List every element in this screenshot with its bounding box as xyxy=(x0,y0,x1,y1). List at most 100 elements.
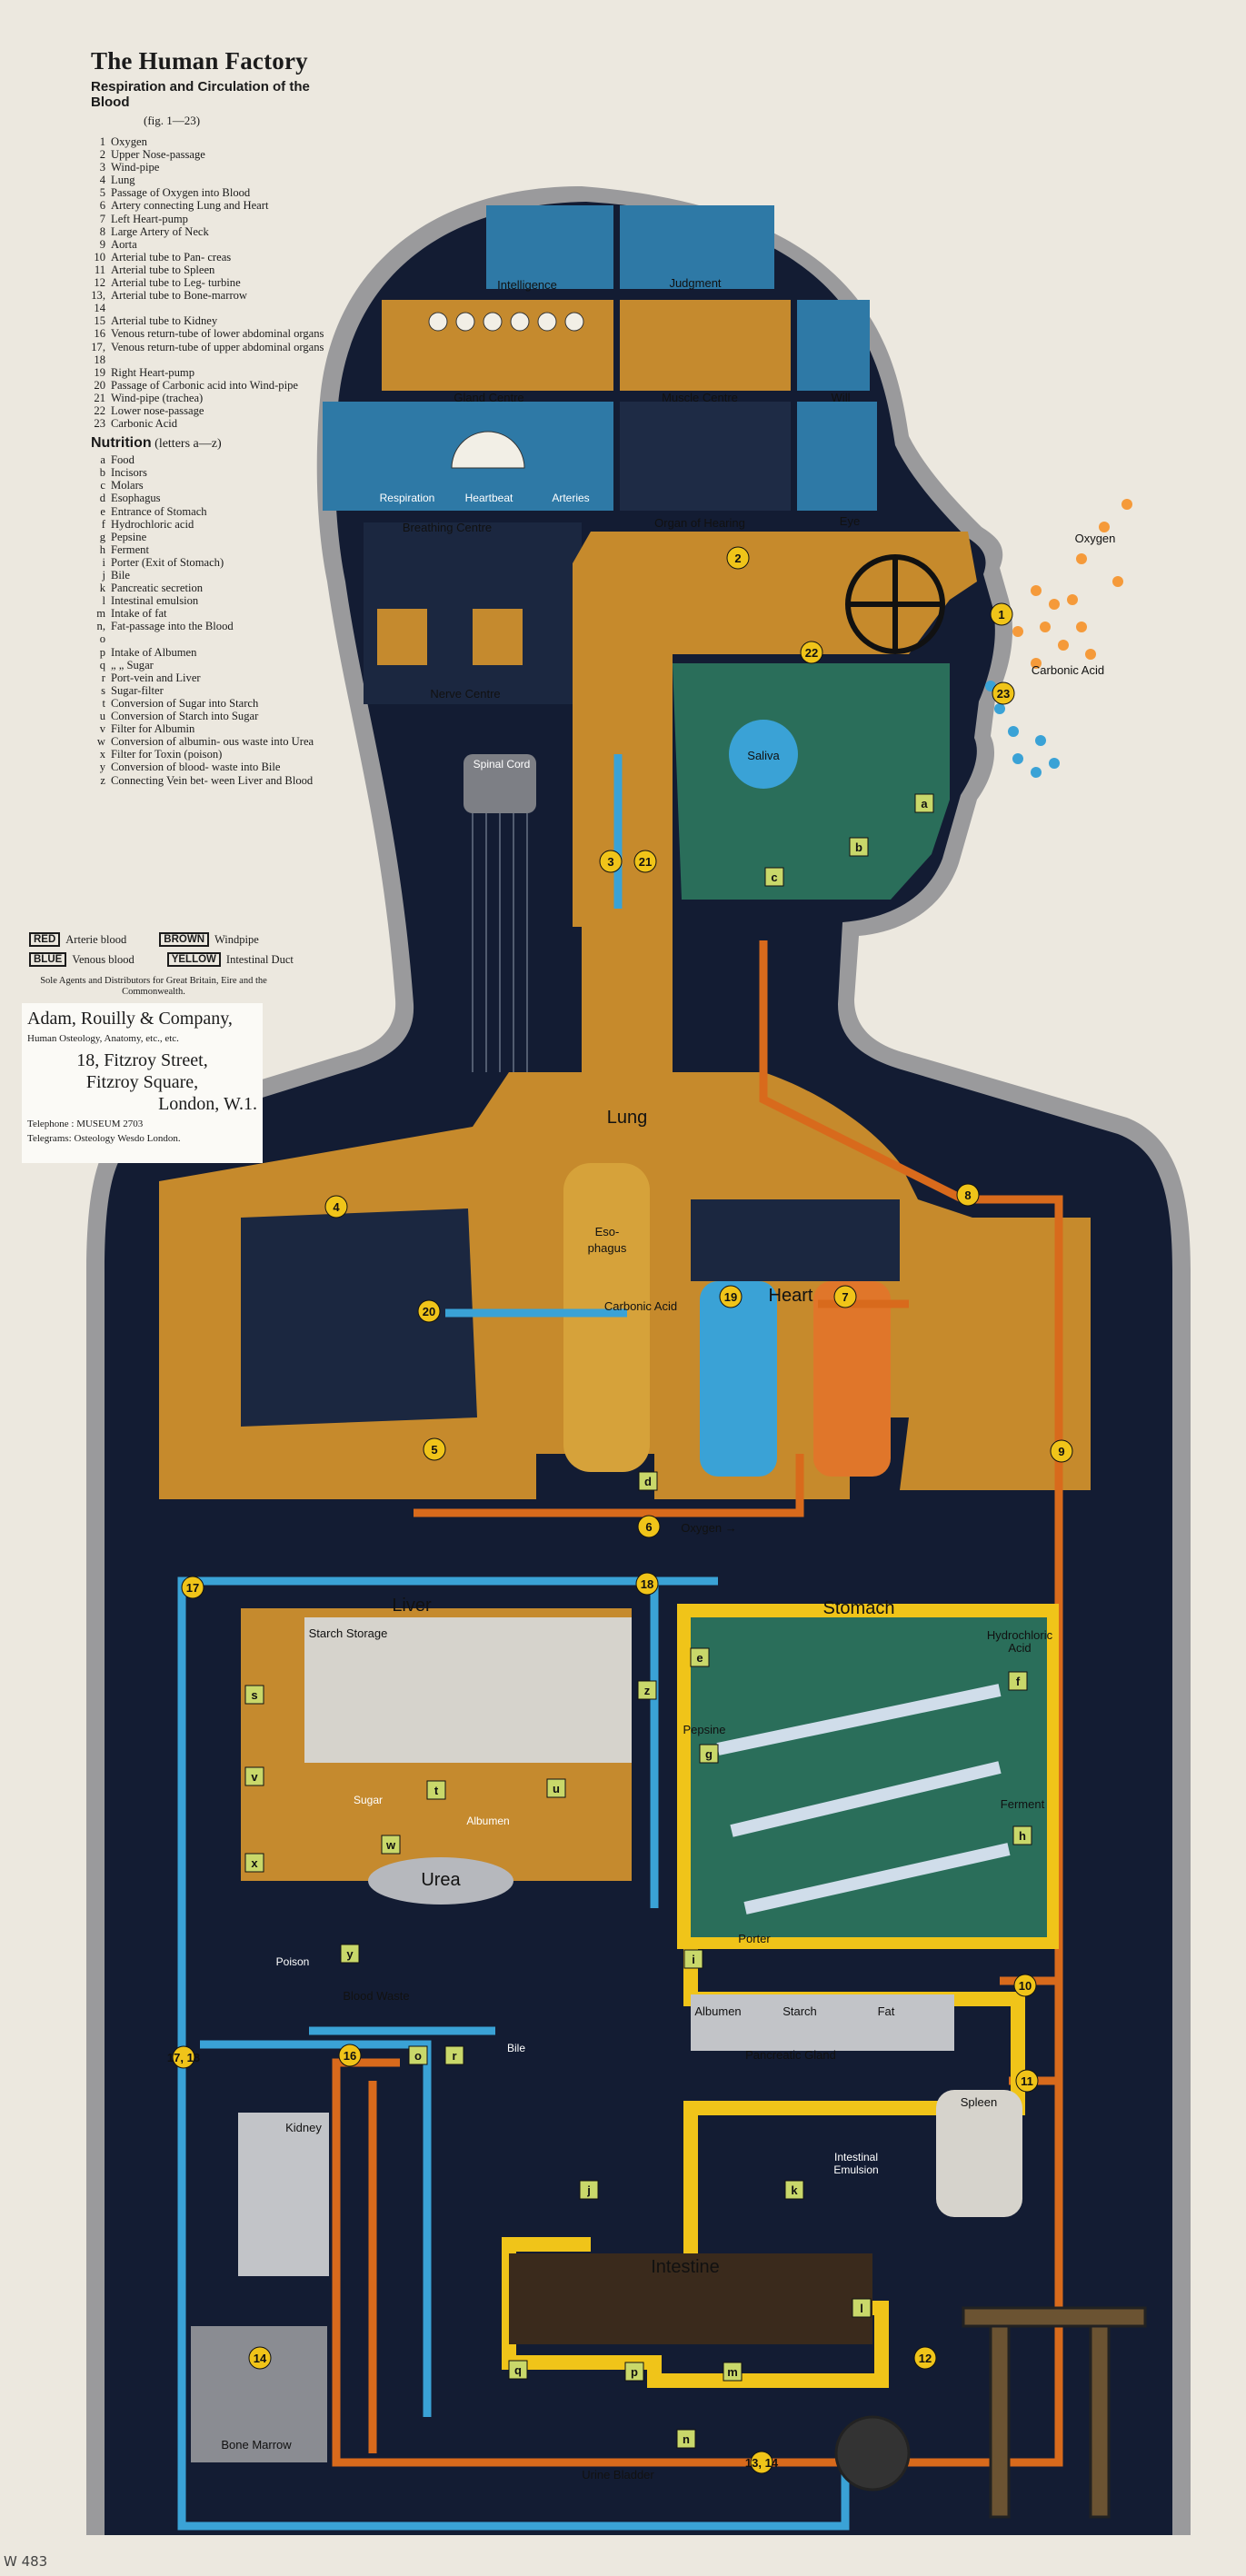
label-hydrochloric-2: Acid xyxy=(1008,1641,1031,1655)
brain-rooms xyxy=(323,205,877,1072)
nutrition-legend-item-text: Ferment xyxy=(111,542,149,556)
marker-p-text: p xyxy=(631,2365,638,2379)
figure-legend-item-text: Arterial tube to Leg- turbine xyxy=(111,276,241,290)
nutrition-legend-item-key: l xyxy=(102,594,106,608)
room-intelligence xyxy=(486,205,613,289)
figure-legend-item-key: 10 xyxy=(94,250,105,264)
nutrition-legend-item-text: Bile xyxy=(111,569,130,582)
marker-2-text: 2 xyxy=(734,552,741,565)
nutrition-legend-item-text: Filter for Albumin xyxy=(111,722,195,736)
marker-14 xyxy=(248,2346,272,2370)
marker-8 xyxy=(956,1183,980,1207)
label-urea: Urea xyxy=(421,1870,461,1890)
label-spinal-cord: Spinal Cord xyxy=(473,758,531,771)
kidney xyxy=(238,2113,329,2276)
marker-l-text: l xyxy=(860,2302,863,2315)
label-poison: Poison xyxy=(276,1955,310,1968)
marker-18 xyxy=(635,1572,659,1596)
nutrition-legend-item-text: Connecting Vein bet- ween Liver and Bloo… xyxy=(111,773,314,787)
catalog-mark: W 483 xyxy=(4,2553,48,2570)
nose-chamber xyxy=(573,532,977,927)
marker-c-text: c xyxy=(771,870,777,884)
marker-22 xyxy=(800,641,823,664)
nutrition-legend-item-text: Pancreatic secretion xyxy=(111,582,204,595)
marker-9 xyxy=(1050,1439,1073,1463)
nutrition-legend-item-key: v xyxy=(99,722,105,736)
nutrition-legend-item-key: x xyxy=(99,748,105,761)
label-hydrochloric-1: Hydrochloric xyxy=(987,1628,1053,1642)
figure-legend-item-text: Artery connecting Lung and Heart xyxy=(111,199,269,213)
marker-e-text: e xyxy=(696,1651,703,1665)
label-starch-store: Starch xyxy=(782,2004,817,2018)
marker-21 xyxy=(633,850,657,873)
marker-d-text: d xyxy=(644,1475,652,1488)
nutrition-legend-item-text: Fat-passage into the Blood xyxy=(111,620,234,633)
label-bile: Bile xyxy=(507,2042,525,2054)
figure-legend-item: 15 Arterial tube to Kidney xyxy=(91,314,332,327)
key-row-2: BLUE Venous blood YELLOW Intestinal Duct xyxy=(29,952,302,967)
figure-legend-item-text: Large Artery of Neck xyxy=(111,224,209,238)
label-blood-waste: Blood Waste xyxy=(343,1989,409,2003)
marker-s-text: s xyxy=(251,1688,257,1702)
marker-a-text: a xyxy=(921,797,928,811)
marker-14-text: 14 xyxy=(254,2352,267,2365)
company-block: Adam, Rouilly & Company, Human Osteology… xyxy=(22,1003,263,1163)
marker-23-text: 23 xyxy=(997,687,1010,701)
spinal-cord-drum xyxy=(464,754,536,813)
marker-4-text: 4 xyxy=(333,1200,340,1214)
key-red: RED xyxy=(29,932,61,947)
figure-legend-item-text: Venous return-tube of lower abdominal or… xyxy=(111,327,324,341)
figure-legend-item-text: Arterial tube to Bone-marrow xyxy=(111,289,248,303)
key-brown-label: Windpipe xyxy=(214,932,259,946)
nutrition-legend-item-key: j xyxy=(102,569,106,582)
figure-legend-item-text: Oxygen xyxy=(111,135,147,148)
figure-legend-item-text: Passage of Oxygen into Blood xyxy=(111,186,251,200)
company-tagline: Human Osteology, Anatomy, etc., etc. xyxy=(27,1033,179,1044)
figure-legend-item-key: 15 xyxy=(94,314,105,328)
saliva-tank xyxy=(729,720,798,789)
label-oxygen: Oxygen xyxy=(1075,532,1116,545)
esophagus xyxy=(563,1163,650,1472)
label-arteries: Arteries xyxy=(552,492,589,504)
label-spleen: Spleen xyxy=(961,2095,997,2109)
nutrition-legend-item-key: f xyxy=(101,517,105,531)
nutrition-legend-item-text: Molars xyxy=(111,479,144,492)
nutrition-legend-item-text: Food xyxy=(111,453,135,467)
label-starch-storage: Starch Storage xyxy=(309,1626,388,1640)
figure-legend-item-key: 4 xyxy=(99,174,105,187)
marker-23 xyxy=(992,681,1015,705)
marker-1 xyxy=(990,602,1013,626)
marker-5-text: 5 xyxy=(431,1443,437,1457)
room-eye xyxy=(797,402,877,511)
figure-legend-item-text: Arterial tube to Kidney xyxy=(111,314,218,328)
label-breathing-centre: Breathing Centre xyxy=(403,521,492,534)
marker-6-text: 6 xyxy=(645,1520,652,1534)
marker-v-text: v xyxy=(251,1770,258,1784)
legend: The Human Factory Respiration and Circul… xyxy=(91,47,332,787)
key-blue-label: Venous blood xyxy=(72,952,135,966)
urea-tank xyxy=(368,1857,513,1905)
marker-o-text: o xyxy=(414,2049,422,2063)
marker-y-text: y xyxy=(346,1947,354,1961)
